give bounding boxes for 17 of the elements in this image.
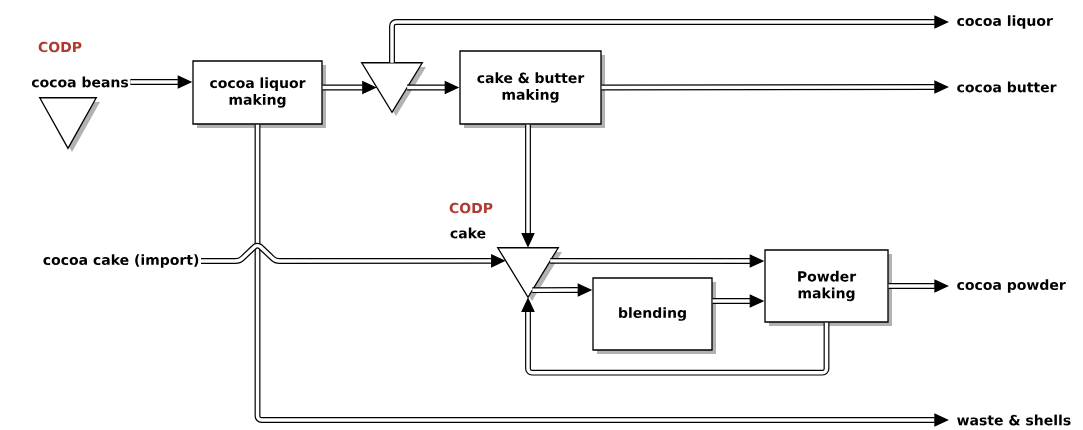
process-box: cake & butter making [459,50,605,128]
node-label: cake [450,227,486,239]
flow-label: cocoa powder [957,279,1066,293]
flow-label: waste & shells [957,414,1071,426]
codp-label: CODP [38,41,82,53]
process-box: blending [592,277,716,354]
flow-label: cocoa liquor [957,15,1053,29]
flow-label: cocoa butter [957,81,1057,93]
flow-arrow [389,15,949,63]
flow-label: cocoa cake (import) [43,254,199,268]
process-box: Powder making [764,249,892,326]
node-label: cocoa beans [31,76,129,88]
codp-label: CODP [449,202,493,214]
flow-arrow [254,124,949,427]
flow-arrow [601,80,949,94]
flow-arrow [888,279,949,293]
process-box: cocoa liquor making [192,60,326,128]
